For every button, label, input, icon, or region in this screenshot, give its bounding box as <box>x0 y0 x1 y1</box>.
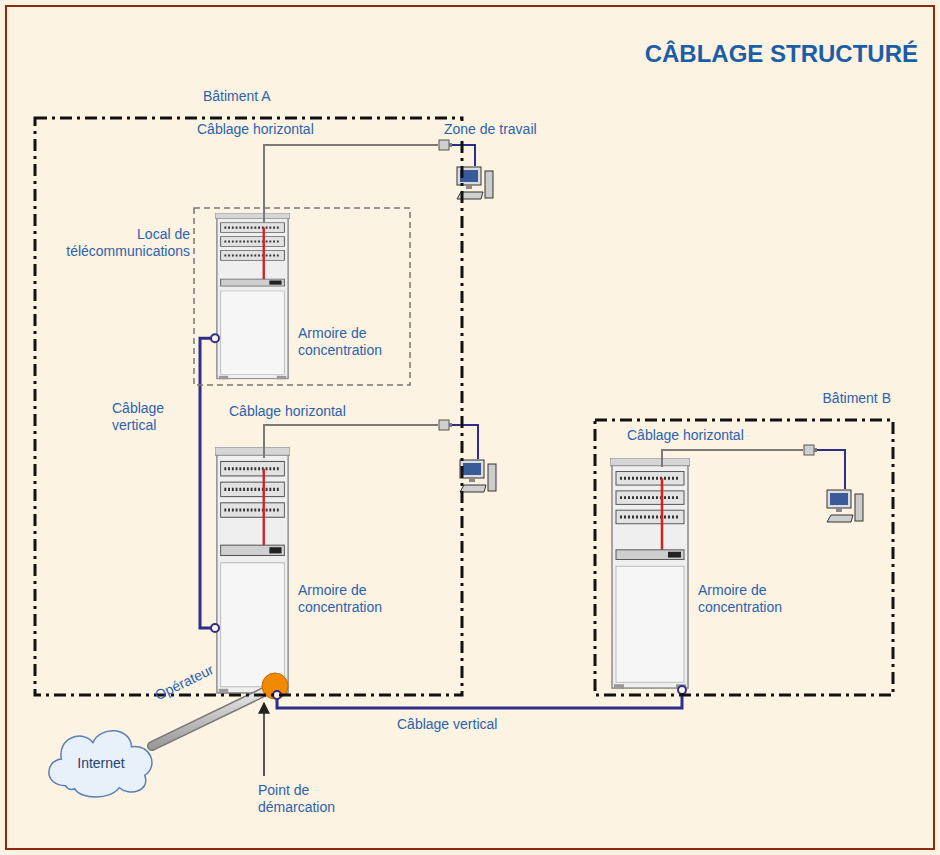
edge-label: Câblage vertical <box>110 400 198 434</box>
node-text: Armoire de concentration <box>298 582 403 616</box>
cloud-shape <box>49 731 152 797</box>
cable-terminal <box>211 334 219 342</box>
node-text: Bâtiment B <box>785 390 891 407</box>
operator-label: Opérateur <box>151 660 219 705</box>
patch-cord <box>452 145 475 166</box>
node-text: Armoire de concentration <box>298 325 403 359</box>
zone-label: Zone de travail <box>442 121 539 138</box>
building-region: Armoire de concentrationBâtiment B <box>595 420 893 695</box>
region-border <box>595 420 893 695</box>
horizontal-cable <box>662 450 803 467</box>
patch-cord <box>452 425 478 459</box>
horizontal-cable <box>264 145 438 222</box>
diagram-title: CÂBLAGE STRUCTURÉ <box>645 40 918 68</box>
rack-cabinet <box>215 213 290 379</box>
cabling-label: Câblage horizontal <box>227 403 348 420</box>
node-text: Armoire de concentration <box>698 582 803 616</box>
cabling-label: Câblage horizontal <box>195 121 316 138</box>
internet-cloud: Internet <box>40 718 162 800</box>
patch-cord <box>817 450 845 489</box>
backbone-cable <box>277 690 682 708</box>
cable-terminal <box>211 624 219 632</box>
workstation <box>827 490 863 522</box>
demarcation-label: Point de démarcation <box>256 782 370 816</box>
region-border <box>35 118 462 695</box>
edge-label: Câblage vertical <box>395 716 499 733</box>
rack-cabinet <box>215 447 290 694</box>
horizontal-cable <box>264 425 438 458</box>
node-text: Internet <box>77 755 124 772</box>
wall-outlet <box>439 140 452 150</box>
rack-node: Armoire de concentration <box>215 213 290 380</box>
demarcation-pointer <box>263 703 265 776</box>
node-text: Local de télécommunications <box>44 226 190 260</box>
rack-cabinet <box>610 458 690 689</box>
node-text: Bâtiment A <box>203 88 271 105</box>
node-outline <box>194 208 410 385</box>
cabling-label: Câblage horizontal <box>625 427 746 444</box>
workstation <box>460 460 496 492</box>
node-outline <box>595 420 893 695</box>
wall-outlet <box>439 420 452 430</box>
cable-terminal <box>678 686 686 694</box>
backbone-cable <box>200 338 215 628</box>
patch-cords <box>452 145 845 489</box>
telecom-room: Armoire de concentrationLocal de télécom… <box>194 208 410 385</box>
rack-node: Armoire de concentration <box>215 447 290 695</box>
region-border <box>194 208 410 385</box>
rack-node: Armoire de concentration <box>610 458 690 690</box>
wall-outlet <box>804 445 817 455</box>
page-frame <box>6 6 934 849</box>
